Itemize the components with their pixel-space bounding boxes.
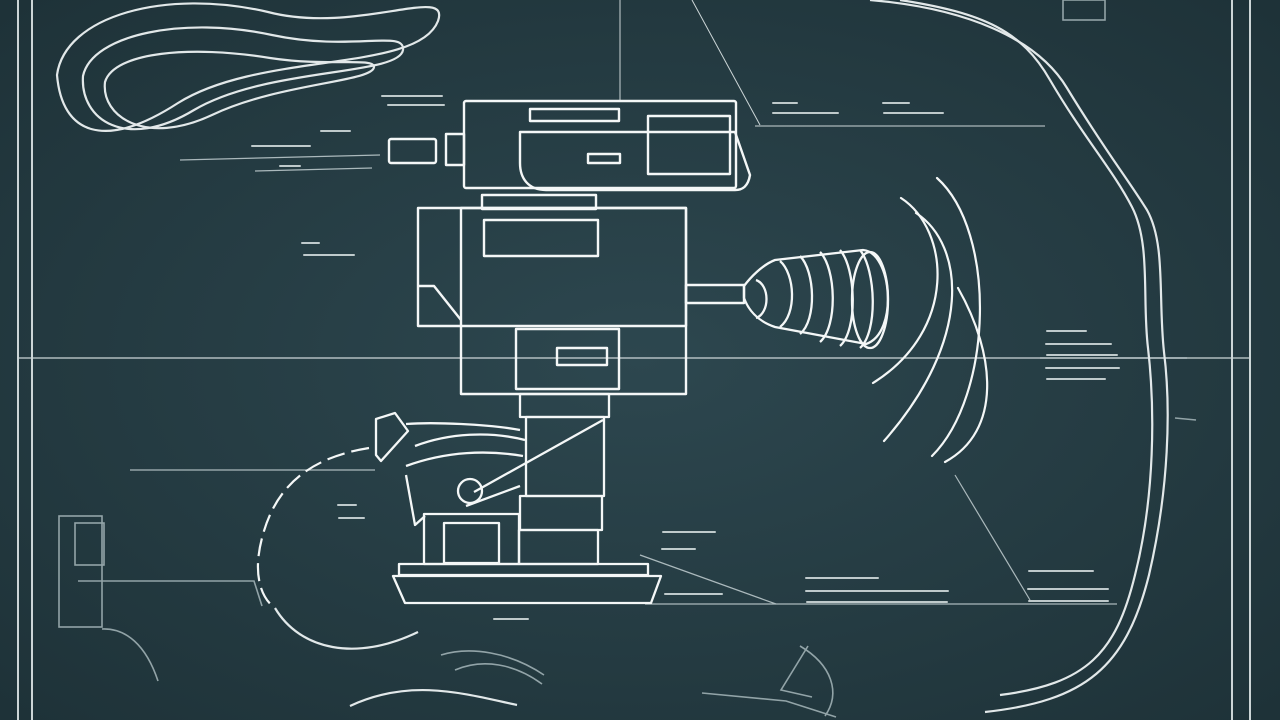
frame-lines [17, 0, 1251, 720]
tiny-unreadable-annotation-marks [251, 95, 1120, 620]
cable-icon [256, 446, 370, 609]
video-camera-icon [387, 99, 752, 396]
annotation-leader-lines [130, 154, 1187, 605]
microphone-icon [742, 248, 890, 350]
camera-viewfinder-housing [518, 130, 752, 192]
stand-icon [374, 392, 663, 605]
cable-loops [55, 0, 1169, 714]
camera-screen [646, 114, 732, 176]
sound-wave-icon [871, 176, 989, 464]
decorative-sketches [58, 0, 1197, 718]
